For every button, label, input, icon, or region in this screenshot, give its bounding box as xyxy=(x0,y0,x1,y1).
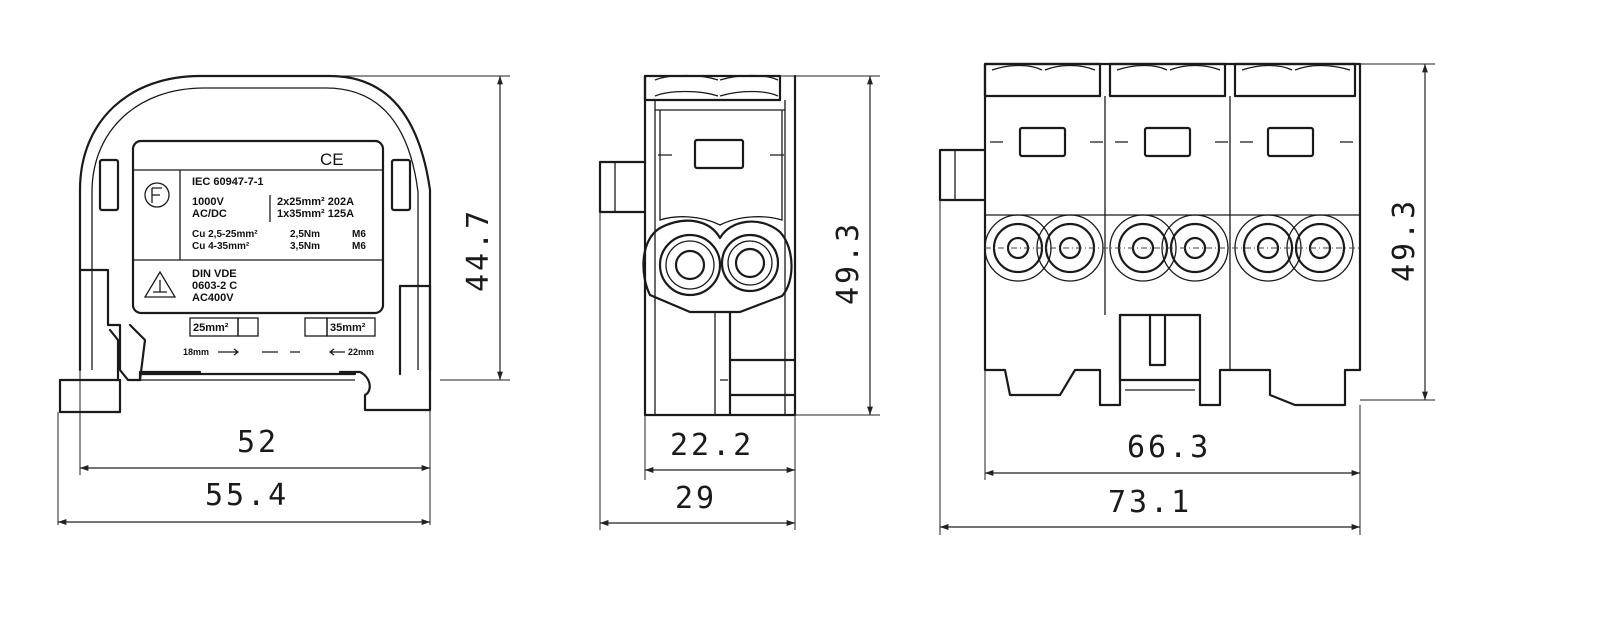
label-din: DIN VDE xyxy=(192,268,237,280)
f-logo-icon xyxy=(144,182,170,208)
label-torque-1: 2,5Nm xyxy=(290,229,320,240)
label-strip-right: 22mm xyxy=(348,347,374,357)
front-left-foot xyxy=(78,268,202,382)
front-view: CE IEC 60947-7-1 1000V AC/DC 2x25mm² 202… xyxy=(57,74,510,525)
top-dim-height: 49.3 xyxy=(1387,198,1422,282)
front-right-slot xyxy=(390,158,412,212)
side-screw-1 xyxy=(658,233,722,297)
label-din-num: 0603-2 C xyxy=(192,280,237,292)
side-body xyxy=(643,74,797,417)
side-dim-height: 49.3 xyxy=(831,221,866,305)
front-housing-inner xyxy=(91,87,419,370)
label-torque-2: 3,5Nm xyxy=(290,241,320,252)
label-screw-1: M6 xyxy=(352,229,366,240)
label-wire-left: 25mm² xyxy=(193,322,229,334)
label-cu-1: Cu 2,5-25mm² xyxy=(192,229,258,240)
label-cu-2: Cu 4-35mm² xyxy=(192,241,250,252)
top-side-tab xyxy=(938,148,987,202)
top-dim-width-outer: 73.1 xyxy=(1108,485,1192,520)
side-view: 22.2 29 49.3 xyxy=(598,74,880,530)
warning-triangle-icon xyxy=(143,270,177,298)
label-rating-2: 1x35mm² 125A xyxy=(277,208,354,220)
side-tab xyxy=(598,160,647,214)
front-dim-width-inner: 52 xyxy=(237,425,279,460)
top-body xyxy=(983,62,1362,407)
side-screw-2 xyxy=(720,233,780,293)
front-dim-width-outer: 55.4 xyxy=(205,478,289,513)
top-view: 66.3 73.1 49.3 xyxy=(938,62,1435,535)
front-left-slot xyxy=(98,158,120,212)
label-rating-1: 2x25mm² 202A xyxy=(277,196,354,208)
label-ac: AC400V xyxy=(192,292,234,304)
front-housing xyxy=(78,74,432,372)
label-strip-left: 18mm xyxy=(183,347,209,357)
ce-mark: CE xyxy=(320,150,344,169)
label-standard: IEC 60947-7-1 xyxy=(192,176,264,188)
label-current-type: AC/DC xyxy=(192,208,227,220)
side-dim-width-inner: 22.2 xyxy=(670,428,754,463)
label-wire-right: 35mm² xyxy=(330,322,366,334)
front-right-foot xyxy=(338,284,432,412)
front-label-plate xyxy=(131,139,385,315)
front-dim-height: 44.7 xyxy=(461,208,496,292)
side-dim-width-outer: 29 xyxy=(675,481,717,516)
label-screw-2: M6 xyxy=(352,241,366,252)
top-dim-width-inner: 66.3 xyxy=(1127,430,1211,465)
label-voltage: 1000V xyxy=(192,196,224,208)
